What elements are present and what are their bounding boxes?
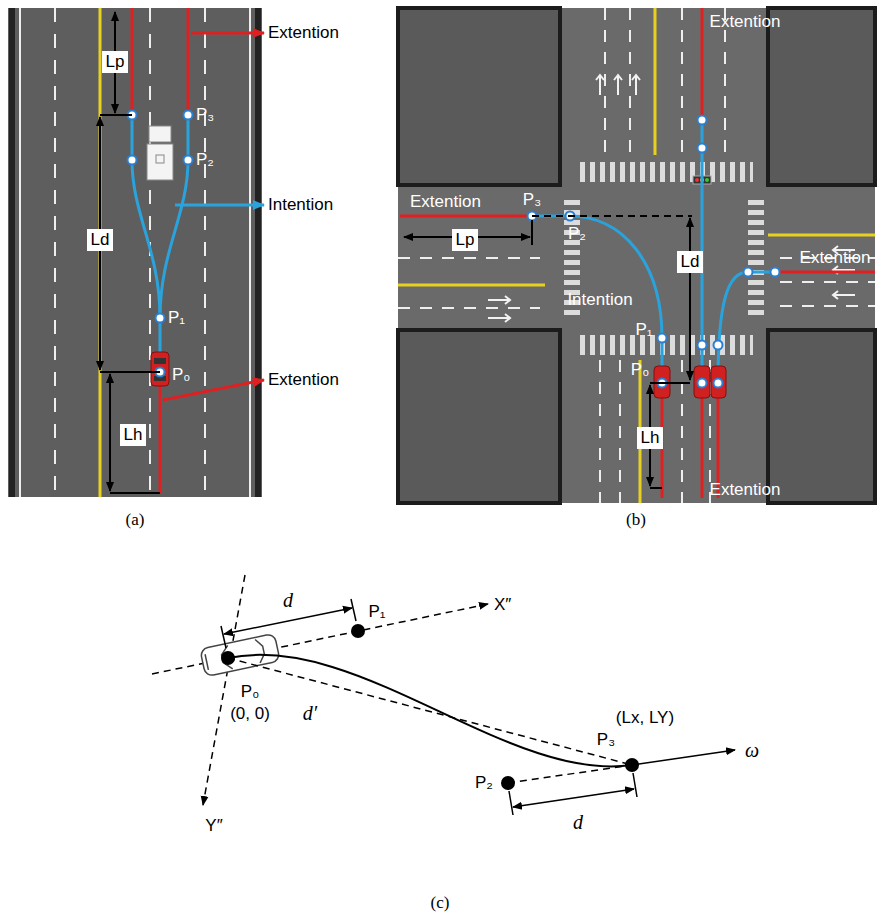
annotation-label: P₃	[597, 731, 615, 750]
annotation-label: d	[573, 811, 583, 833]
annotation-label: d′	[303, 702, 317, 724]
annotation-label: P₂	[475, 774, 493, 793]
annotation-label: P₃	[196, 106, 214, 125]
annotation-label: (0, 0)	[228, 705, 272, 724]
panel-c	[152, 575, 735, 815]
annotation-label: X″	[494, 596, 511, 615]
annotation-label: Extention	[710, 481, 781, 500]
annotation-label: Intention	[567, 291, 632, 310]
annotation-label: Extention	[800, 249, 871, 268]
annotation-label: P₀	[172, 366, 190, 385]
annotation-label: (Lx, LY)	[616, 709, 674, 728]
annotation-label: Lh	[637, 427, 664, 450]
panel-b	[398, 8, 875, 503]
annotation-label: P₁	[168, 309, 185, 328]
annotation-label: Extention	[268, 371, 339, 390]
annotation-label: Y″	[205, 817, 222, 836]
annotation-label: P₁	[635, 321, 652, 340]
annotation-label: Extention	[710, 13, 781, 32]
panel-a	[8, 8, 264, 497]
annotation-label: P₁	[368, 603, 385, 622]
panel-caption: (b)	[626, 511, 646, 530]
annotation-label: Intention	[268, 196, 333, 215]
annotation-label: ω	[745, 739, 759, 761]
annotation-label: P₀	[631, 361, 649, 380]
annotation-label: Extention	[268, 24, 339, 43]
panel-caption: (c)	[431, 894, 450, 913]
annotation-label: Lp	[452, 229, 479, 252]
annotation-label: Lp	[102, 51, 129, 74]
annotation-label: Ld	[87, 229, 114, 252]
annotation-label: d	[283, 589, 293, 611]
annotation-label: Lh	[120, 424, 147, 447]
annotation-label: Ld	[677, 251, 704, 274]
annotation-label: P₂	[196, 151, 214, 170]
annotation-label: P₃	[523, 191, 541, 210]
annotation-label: Extention	[410, 193, 481, 212]
annotation-label: P₀	[239, 683, 261, 702]
panel-caption: (a)	[126, 511, 145, 530]
annotation-label: P₂	[568, 225, 586, 244]
